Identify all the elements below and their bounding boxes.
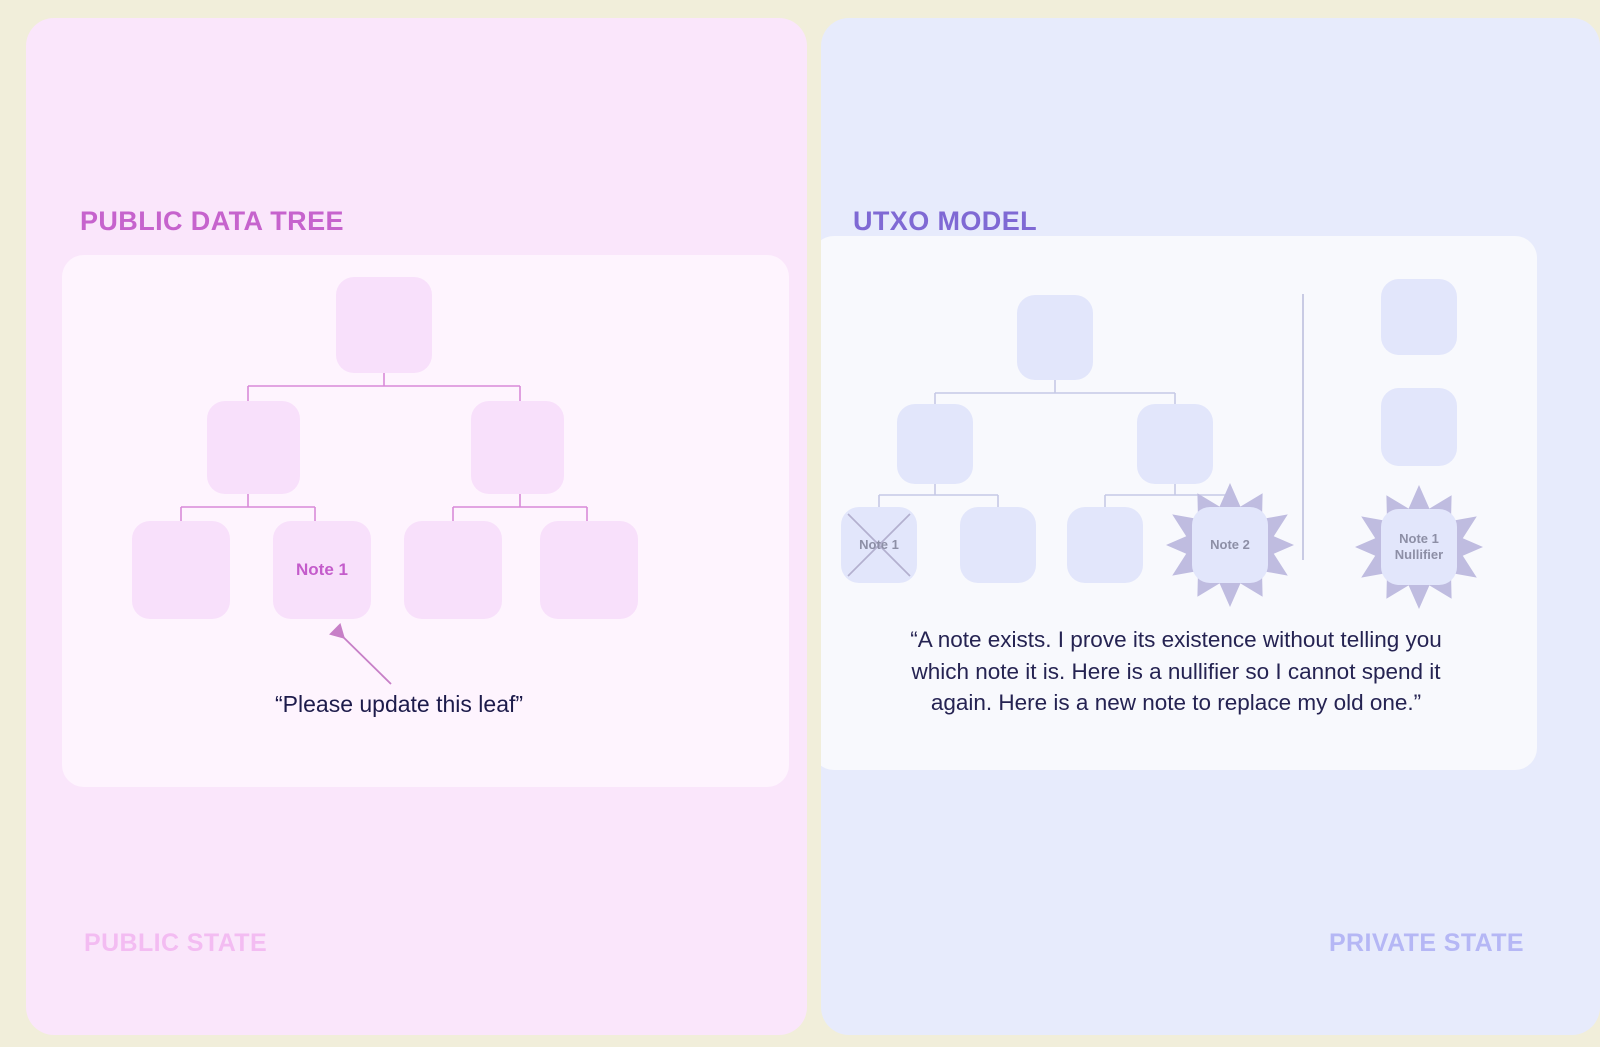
- private-side-node-1[interactable]: [1381, 279, 1457, 355]
- private-nullifier-label-line-1: Note 1: [1399, 530, 1439, 546]
- private-nullifier-label-line-2: Nullifier: [1394, 547, 1444, 562]
- private-leaf-node-note-2[interactable]: Note 2: [1192, 507, 1268, 583]
- private-leaf-node-2[interactable]: [960, 507, 1036, 583]
- private-state-footer-label: PRIVATE STATE: [1328, 929, 1524, 957]
- quote-line-3: again. Here is a new note to replace my …: [930, 690, 1422, 715]
- private-tree-root-node[interactable]: [1017, 295, 1093, 380]
- private-leaf-node-3[interactable]: [1067, 507, 1143, 583]
- private-nullifier-node[interactable]: Note 1 Nullifier: [1381, 509, 1457, 585]
- public-leaf-node-3[interactable]: [404, 521, 502, 619]
- public-state-panel: PUBLIC DATA TREE: [26, 18, 807, 1035]
- public-tree-root-node[interactable]: [336, 277, 432, 373]
- public-annotation-text: “Please update this leaf”: [275, 691, 524, 717]
- private-leaf-node-note-1[interactable]: Note 1: [841, 507, 917, 583]
- quote-line-2: which note it is. Here is a nullifier so…: [911, 658, 1441, 684]
- public-leaf-note-1-label: Note 1: [296, 560, 348, 580]
- private-tree-branch-node-left[interactable]: [897, 404, 973, 484]
- public-tree-branch-node-left[interactable]: [207, 401, 300, 494]
- private-panel-divider: [1302, 294, 1304, 560]
- public-state-footer-label: PUBLIC STATE: [84, 929, 268, 957]
- private-quote-block: “A note exists. I prove its existence wi…: [878, 624, 1474, 719]
- private-panel-heading: UTXO MODEL: [853, 206, 1037, 236]
- public-leaf-node-1[interactable]: [132, 521, 230, 619]
- private-side-node-2[interactable]: [1381, 388, 1457, 466]
- public-panel-heading: PUBLIC DATA TREE: [80, 206, 344, 236]
- public-leaf-node-4[interactable]: [540, 521, 638, 619]
- public-tree-branch-node-right[interactable]: [471, 401, 564, 494]
- quote-line-1: “A note exists. I prove its existence wi…: [910, 627, 1442, 652]
- private-leaf-note-2-label: Note 2: [1210, 536, 1250, 552]
- public-leaf-node-note-1[interactable]: Note 1: [273, 521, 371, 619]
- private-tree-branch-node-right[interactable]: [1137, 404, 1213, 484]
- private-state-panel: UTXO MODEL: [821, 18, 1600, 1035]
- private-leaf-note-1-label: Note 1: [859, 536, 899, 552]
